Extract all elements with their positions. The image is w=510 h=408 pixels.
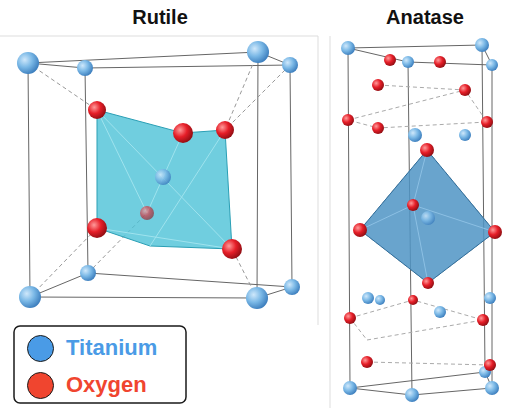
- legend-swatch: [27, 335, 54, 362]
- legend-label: Titanium: [66, 335, 157, 361]
- rutile-cell: [0, 36, 318, 325]
- panel-title: Anatase: [386, 6, 464, 29]
- legend-frame: [14, 326, 186, 403]
- panel-title: Rutile: [132, 6, 188, 29]
- legend-swatch: [27, 372, 54, 399]
- anatase-cell: [330, 36, 502, 408]
- legend-label: Oxygen: [66, 372, 147, 398]
